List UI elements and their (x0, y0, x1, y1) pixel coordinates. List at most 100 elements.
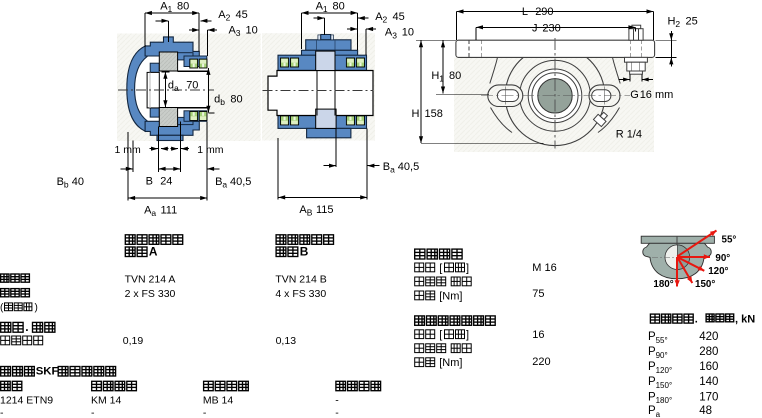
svg-text:1 mm: 1 mm (115, 144, 142, 156)
svg-text:B: B (383, 161, 390, 173)
svg-text:b: b (64, 179, 69, 189)
svg-text:): ) (35, 302, 38, 313)
svg-text:111: 111 (161, 204, 178, 216)
svg-text:A: A (160, 0, 168, 12)
svg-text:A: A (316, 0, 324, 12)
svg-text:1 mm: 1 mm (197, 144, 224, 156)
svg-text:A: A (375, 11, 383, 23)
svg-text:180°: 180° (656, 396, 673, 405)
svg-text:.: . (25, 320, 28, 334)
svg-text:B: B (300, 244, 309, 258)
svg-text:10: 10 (246, 25, 258, 37)
svg-text:80: 80 (333, 0, 345, 12)
svg-text:150°: 150° (656, 381, 673, 390)
svg-text:A: A (149, 244, 158, 258)
svg-text:4 x FS 330: 4 x FS 330 (275, 288, 326, 300)
svg-text:2: 2 (383, 14, 388, 24)
svg-text:2: 2 (226, 12, 231, 22)
svg-text:0,19: 0,19 (123, 335, 144, 347)
svg-text:1: 1 (439, 73, 444, 83)
svg-text:A: A (144, 204, 152, 216)
svg-text:L: L (522, 6, 528, 18)
svg-text:P: P (648, 405, 656, 417)
svg-text:0,13: 0,13 (276, 335, 297, 347)
svg-text:140: 140 (699, 376, 718, 388)
svg-text:P: P (648, 391, 656, 403)
svg-text:H: H (668, 16, 676, 28)
svg-text:-: - (203, 407, 207, 418)
svg-text:]: ] (466, 329, 469, 341)
svg-text:M 16: M 16 (532, 262, 556, 274)
svg-text:A: A (385, 27, 393, 39)
svg-text:170: 170 (699, 391, 718, 403)
svg-text:[: [ (439, 262, 442, 274)
svg-text:1: 1 (323, 4, 328, 14)
svg-text:55°: 55° (722, 235, 737, 246)
svg-text:115: 115 (316, 204, 334, 216)
svg-text:[Nm]: [Nm] (439, 290, 462, 302)
svg-text:25: 25 (686, 16, 698, 28)
svg-text:[Nm]: [Nm] (439, 357, 462, 369)
svg-text:290: 290 (535, 6, 553, 18)
svg-text:40: 40 (72, 176, 84, 188)
svg-text:J: J (532, 22, 538, 34)
svg-text:a: a (151, 208, 156, 218)
svg-text:A: A (218, 9, 226, 21)
svg-text:150°: 150° (695, 279, 715, 290)
svg-text:90°: 90° (656, 351, 668, 360)
svg-text:B: B (57, 176, 64, 188)
svg-text:45: 45 (393, 11, 405, 23)
svg-text:d: d (168, 79, 174, 91)
svg-text:2 x FS 330: 2 x FS 330 (125, 288, 176, 300)
svg-text:a: a (656, 410, 661, 418)
svg-text:TVN 214 A: TVN 214 A (125, 273, 176, 285)
svg-text:P: P (648, 346, 656, 358)
svg-text:1: 1 (168, 4, 173, 14)
svg-text:R 1/4: R 1/4 (616, 129, 642, 141)
svg-text:b: b (220, 97, 225, 107)
svg-text:3: 3 (236, 28, 241, 38)
svg-text:A: A (229, 25, 237, 37)
svg-text:G: G (630, 89, 639, 101)
svg-text:-: - (335, 407, 339, 418)
svg-text:A: A (299, 204, 307, 216)
svg-text:P: P (648, 376, 656, 388)
svg-text:40,5: 40,5 (230, 176, 251, 188)
svg-text:220: 220 (532, 356, 550, 368)
svg-text:-: - (0, 407, 4, 418)
svg-text:120°: 120° (708, 266, 728, 277)
svg-text:80: 80 (449, 70, 461, 82)
svg-text:45: 45 (236, 9, 248, 21)
svg-text:80: 80 (177, 0, 189, 12)
svg-text:d: d (214, 93, 220, 105)
svg-text:2: 2 (675, 19, 680, 29)
svg-text:P: P (648, 361, 656, 373)
svg-text:a: a (222, 179, 227, 189)
svg-text:75: 75 (532, 288, 544, 300)
svg-text:160: 160 (699, 361, 718, 373)
svg-text:H: H (412, 108, 420, 120)
svg-text:55°: 55° (656, 336, 668, 345)
svg-text:1214 ETN9: 1214 ETN9 (0, 395, 53, 407)
svg-text:a: a (390, 165, 395, 175)
svg-text:420: 420 (699, 331, 718, 343)
svg-text:B: B (215, 176, 222, 188)
svg-text:24: 24 (160, 175, 172, 187)
svg-text:-: - (91, 407, 95, 418)
svg-text:a: a (174, 83, 179, 93)
svg-text:B: B (146, 175, 153, 187)
svg-text:16: 16 (532, 329, 544, 341)
svg-text:16 mm: 16 mm (640, 89, 674, 101)
svg-text:MB 14: MB 14 (203, 395, 234, 407)
svg-text:180°: 180° (653, 279, 673, 290)
svg-text:-: - (335, 395, 339, 407)
svg-text:(: ( (0, 302, 4, 313)
svg-text:80: 80 (230, 93, 242, 105)
svg-text:.: . (695, 313, 698, 325)
svg-text:KM 14: KM 14 (91, 395, 122, 407)
svg-text:120°: 120° (656, 366, 673, 375)
svg-text:P: P (648, 331, 656, 343)
svg-text:48: 48 (699, 405, 712, 417)
svg-text:10: 10 (402, 27, 414, 39)
svg-text:, kN: , kN (735, 313, 755, 325)
